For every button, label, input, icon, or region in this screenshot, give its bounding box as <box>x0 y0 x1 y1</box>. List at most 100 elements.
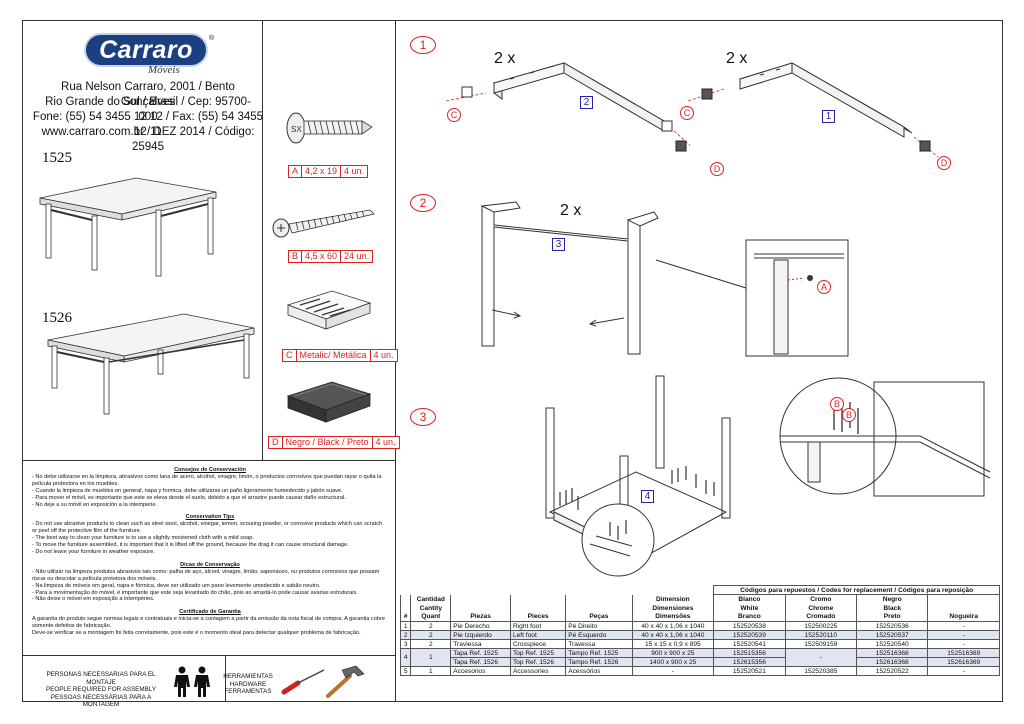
part-c-qty: 4 un. <box>373 350 394 360</box>
cell-pieces: Right foot <box>509 621 567 631</box>
step-1-right-frame <box>687 62 939 158</box>
step-1-letter-d-right: D <box>937 156 951 170</box>
cell-piezas: Tapa Ref. 1525 <box>450 648 511 658</box>
cell-piezas: Traviessa <box>450 639 511 649</box>
cell-black: 152520540 <box>856 639 929 649</box>
divider-bottom <box>22 655 395 656</box>
tips-pt-4: - Não deixe o móvel em exposição a intem… <box>32 596 155 603</box>
cell-chrome: 152509159 <box>784 639 858 649</box>
address-line-1: Rua Nelson Carraro, 2001 / Bento Gonçalv… <box>61 81 235 108</box>
part-a-label: A 4,2 x 19 4 un. <box>288 165 369 178</box>
header-qty-2: Cantity <box>410 603 452 613</box>
header-qty-3: Quant <box>410 612 452 622</box>
header-piezas: Piezas <box>450 612 511 622</box>
cell-nogueira: - <box>927 639 1000 649</box>
step-1-letter-d-left: D <box>710 162 724 176</box>
header-nogueira: Nogueira <box>927 612 1000 622</box>
cell-white: 152520538 <box>713 621 786 631</box>
tips-pt-1: - Não utilizar na limpeza produtos abras… <box>32 568 380 582</box>
header-black-3: Preto <box>856 612 929 622</box>
cell-black: 152520536 <box>856 621 929 631</box>
step-3-callout-4: 4 <box>641 490 654 503</box>
header-pecas: Peças <box>565 612 633 622</box>
brand-registered: ® <box>209 35 215 42</box>
table-row: 3 2 Traviessa Crosspiece Travessa 15 x 1… <box>399 639 1000 649</box>
step-1-badge: 1 <box>410 36 436 54</box>
tips-en-3: - To move the furniture assembled, it is… <box>32 542 349 549</box>
cell-dim: 900 x 900 x 25 <box>631 648 715 658</box>
brand-subtitle: Móveis <box>148 64 180 76</box>
cell-nogueira: - <box>927 666 1000 676</box>
step-3-zoom-detail <box>581 503 655 577</box>
part-c-size: Metalic/ Metálica <box>297 350 371 361</box>
cell-num: 5 <box>399 666 412 676</box>
step-2-callout-3: 3 <box>552 238 565 251</box>
step-1-callout-1: 1 <box>822 110 835 123</box>
cell-qty: 2 <box>410 630 452 640</box>
model-1526-label: 1526 <box>42 310 72 326</box>
cell-chrome: - <box>784 648 858 667</box>
people-required-es: PERSONAS NECESSARIAS PARA EL MONTAJE <box>46 671 156 686</box>
cell-nogueira: - <box>927 621 1000 631</box>
cell-nogueira: - <box>927 630 1000 640</box>
part-b-letter: B <box>289 251 303 262</box>
cell-num: 3 <box>399 639 412 649</box>
table-row: Tapa Ref. 1526 Top Ref. 1526 Tampo Ref. … <box>401 657 1000 667</box>
tools-required: HERRAMIENTAS HARDWARE FERRAMENTAS <box>222 673 274 696</box>
svg-text:SX: SX <box>291 125 302 134</box>
people-required: PERSONAS NECESSARIAS PARA EL MONTAJE PEO… <box>36 671 166 709</box>
header-white-2: White <box>713 603 786 613</box>
cell-white: 152515356 <box>713 648 786 658</box>
cell-qty: 1 <box>410 666 452 676</box>
address-line-2: Rio Grande do Sul / Brasil / Cep: 95700-… <box>45 96 251 123</box>
step-3-letter-b-1: B <box>830 397 844 411</box>
divider-tips <box>22 460 395 461</box>
header-dim-1: Dimension <box>631 594 715 604</box>
cell-white: 152520541 <box>713 639 786 649</box>
cell-pieces: Left foot <box>509 630 567 640</box>
cell-nogueira: 152516369 <box>927 648 1000 658</box>
divider-bottom-mid <box>225 655 226 702</box>
part-c-letter: C <box>283 350 297 361</box>
screwdriver-icon <box>281 669 325 695</box>
header-black-1: Negro <box>856 594 929 604</box>
tips-es-4: - No deje a su móvil en exposición a la … <box>32 501 157 508</box>
cell-pieces: Top Ref. 1525 <box>509 648 567 658</box>
cell-pecas: Pé Esquerdo <box>565 630 633 640</box>
step-1-count-left: 2 x <box>494 50 516 67</box>
step-2-frame <box>480 201 659 355</box>
part-d-size: Negro / Black / Preto <box>283 437 373 448</box>
cell-dim: - <box>631 666 715 676</box>
cell-num: 4 <box>399 648 412 667</box>
step-1-callout-2: 2 <box>580 96 593 109</box>
address-line-4: www.carraro.com.br / DEZ 2014 / Código: … <box>41 126 255 153</box>
cell-qty: 2 <box>410 639 452 649</box>
cell-piezas: Accesorios <box>450 666 511 676</box>
tips-pt-2: - Na limpeza de móveis em geral, napa e … <box>32 582 321 589</box>
cell-pecas: Travessa <box>565 639 633 649</box>
cell-pecas: Pé Direito <box>565 621 633 631</box>
cell-qty: 2 <box>410 621 452 631</box>
cell-white: 152520521 <box>713 666 786 676</box>
part-b-label: B 4,5 x 60 24 un. <box>288 250 374 263</box>
part-a-size: 4,2 x 19 <box>302 166 342 177</box>
header-black-2: Black <box>856 603 929 613</box>
cell-chrome: 152520385 <box>784 666 858 676</box>
cell-black: 152520522 <box>856 666 929 676</box>
table-row: 5 1 Accesorios Accessories Acessórios - … <box>399 666 1000 676</box>
cell-piezas: Pie Izquierdo <box>450 630 511 640</box>
header-qty-1: Cantidad <box>410 594 452 604</box>
header-white-3: Branco <box>713 612 786 622</box>
cell-white: 152615356 <box>713 657 786 667</box>
tips-es-title: Consejos de Conservación <box>174 467 246 473</box>
part-b-qty: 24 un. <box>344 251 370 261</box>
cell-pecas: Tampo Ref. 1525 <box>565 648 633 658</box>
cell-num: 1 <box>399 621 412 631</box>
cell-chrome: 152500225 <box>784 621 858 631</box>
tools-en: HARDWARE <box>229 680 267 688</box>
table-row: 1 2 Pie Derecho Right foot Pé Direito 40… <box>399 621 1000 631</box>
people-required-en: PEOPLE REQUIRED FOR ASSEMBLY <box>45 686 157 693</box>
cell-black: 152616368 <box>856 657 929 667</box>
codes-group-header: Códigos para repuestos / Codes for repla… <box>713 585 1000 595</box>
step-3-corner-detail <box>779 377 991 497</box>
